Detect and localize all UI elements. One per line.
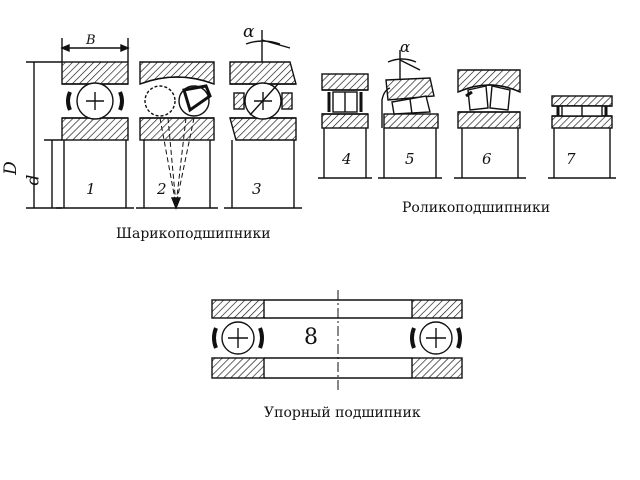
bearing-3-ball-angular-contact <box>224 30 302 209</box>
dimension-label-inner-diameter: d <box>23 174 44 186</box>
angle-label-bearing-5: α <box>400 38 411 56</box>
bearing-number-1: 1 <box>86 180 96 198</box>
bearing-number-6: 6 <box>482 150 492 168</box>
bearing-5-roller-tapered <box>378 50 442 179</box>
bearing-number-8: 8 <box>304 325 318 350</box>
bearing-2-ball-self-aligning <box>136 61 218 210</box>
bearing-8-thrust <box>211 290 463 392</box>
bearing-4-roller-cylindrical <box>318 73 372 179</box>
caption-ball-bearings: Шарикоподшипники <box>116 226 271 242</box>
caption-roller-bearings: Роликоподшипники <box>402 200 551 216</box>
bearing-number-5: 5 <box>405 150 415 168</box>
bearing-1-ball-deep-groove <box>56 61 134 209</box>
bearing-6-roller-spherical <box>454 69 526 179</box>
caption-thrust-bearing: Упорный подшипник <box>264 405 421 421</box>
angle-label-bearing-3: α <box>243 22 255 42</box>
bearing-number-4: 4 <box>342 150 352 168</box>
bearing-number-2: 2 <box>157 180 167 198</box>
bearing-7-roller-needle <box>548 95 616 179</box>
dimension-label-width: B <box>86 33 96 48</box>
bearing-number-3: 3 <box>252 180 262 198</box>
dimension-lines <box>26 38 130 209</box>
bearing-number-7: 7 <box>566 150 576 168</box>
dimension-label-outer-diameter: D <box>0 161 21 175</box>
